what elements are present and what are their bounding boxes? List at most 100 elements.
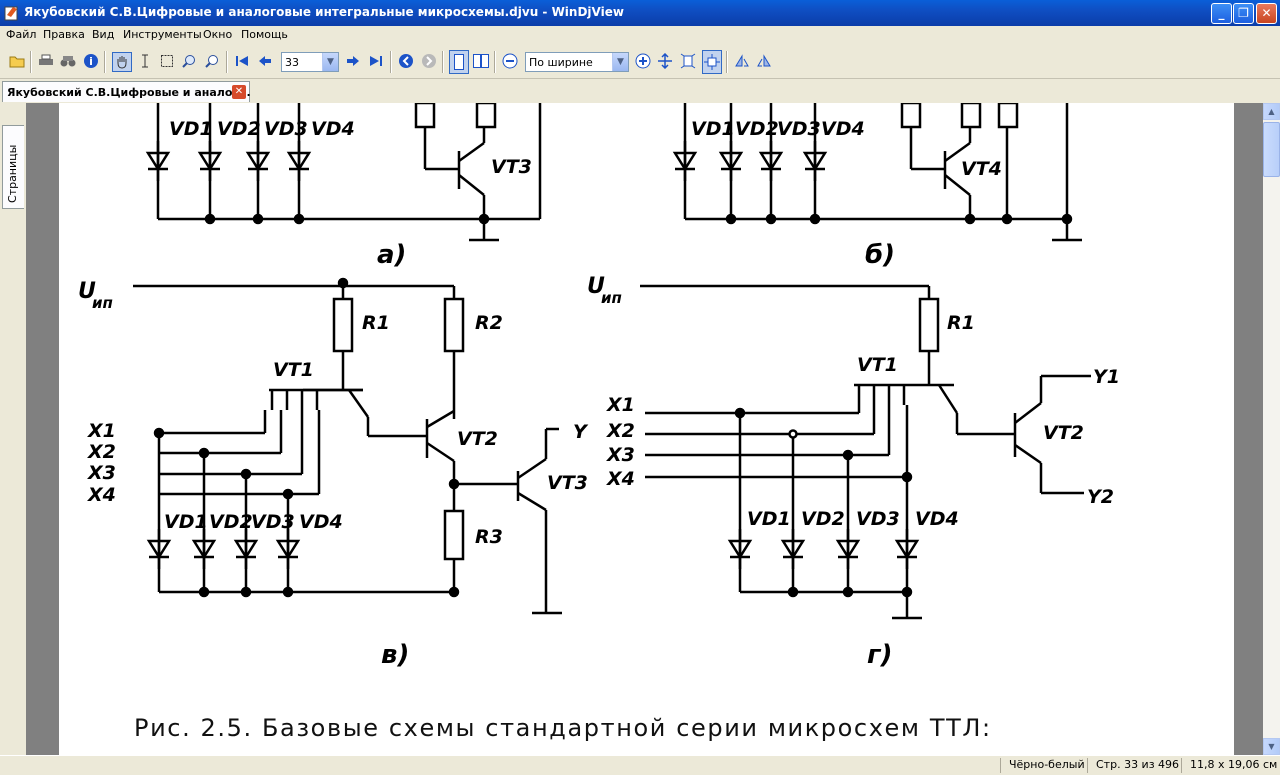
side-panel: Страницы <box>0 103 26 755</box>
label-v-vd2: VD2 <box>209 511 253 533</box>
label-v-r1: R1 <box>362 312 390 334</box>
label-diagram-g: г) <box>867 640 892 670</box>
diode-vd3 <box>234 527 258 571</box>
figure-caption: Рис. 2.5. Базовые схемы стандартной сери… <box>134 714 992 742</box>
label-v-vt2: VT2 <box>457 428 498 450</box>
binoculars-icon[interactable] <box>59 52 77 70</box>
page-number-value: 33 <box>285 56 299 69</box>
diode-vd2 <box>192 527 216 571</box>
document-viewport[interactable]: VD1 VD2 VD3 VD4 VT3 а) <box>26 103 1263 755</box>
diode-vd4 <box>276 527 300 571</box>
circuit-figure: VD1 VD2 VD3 VD4 VT3 а) <box>78 103 1120 742</box>
toolbar-separator <box>104 51 106 73</box>
menu-file[interactable]: Файл <box>6 28 37 41</box>
hand-tool-icon[interactable] <box>112 52 132 72</box>
label-v-vt3: VT3 <box>547 472 588 494</box>
label-g-x3: X3 <box>606 444 635 466</box>
zoom-in-icon[interactable] <box>634 52 652 70</box>
label-g-x1: X1 <box>606 394 635 416</box>
two-pages-icon[interactable] <box>472 52 490 70</box>
scroll-down-icon[interactable]: ▼ <box>1263 738 1280 755</box>
zoom-value: По ширине <box>529 56 593 69</box>
rotate-right-icon[interactable] <box>755 52 773 70</box>
toolbar-separator <box>494 51 496 73</box>
diagram-b-labels: VD1 VD2 VD3 VD4 VT4 б) <box>691 118 1002 270</box>
menu-tools[interactable]: Инструменты <box>123 28 202 41</box>
open-folder-icon[interactable] <box>8 52 26 70</box>
previous-page-icon[interactable] <box>256 52 274 70</box>
chevron-down-icon[interactable]: ▼ <box>322 53 338 71</box>
rect-select-icon[interactable] <box>158 52 176 70</box>
close-icon[interactable]: ✕ <box>232 85 246 99</box>
first-page-icon[interactable] <box>233 52 251 70</box>
forward-icon[interactable] <box>420 52 438 70</box>
diagram-a-labels: VD1 VD2 VD3 VD4 VT3 а) <box>169 118 532 270</box>
next-page-icon[interactable] <box>344 52 362 70</box>
diode-vd4 <box>287 139 311 183</box>
diagram-g <box>640 284 1091 620</box>
label-v-vd3: VD3 <box>251 511 295 533</box>
document-tab[interactable]: Якубовский С.В.Цифровые и аналог... ✕ <box>2 81 251 102</box>
diode-vd4 <box>895 527 919 571</box>
minimize-button[interactable]: _ <box>1211 3 1232 24</box>
menu-help[interactable]: Помощь <box>241 28 288 41</box>
toolbar-separator <box>390 51 392 73</box>
zoom-rect-icon[interactable] <box>203 52 221 70</box>
document-page: VD1 VD2 VD3 VD4 VT3 а) <box>59 103 1234 755</box>
menu-bar: Файл Правка Вид Инструменты Окно Помощь <box>0 26 1280 44</box>
toolbar-separator <box>30 51 32 73</box>
last-page-icon[interactable] <box>367 52 385 70</box>
status-display-mode: Чёрно-белый <box>1000 758 1087 773</box>
zoom-out-icon[interactable] <box>501 52 519 70</box>
back-icon[interactable] <box>397 52 415 70</box>
label-b-vt4: VT4 <box>961 158 1002 180</box>
diagram-g-labels: U ип R1 VT1 VT2 X1 X2 X3 X4 VD1 VD2 VD3 … <box>587 274 1120 670</box>
diode-vd2 <box>781 527 805 571</box>
label-g-vt2: VT2 <box>1043 422 1084 444</box>
label-g-y2: Y2 <box>1087 486 1114 508</box>
label-v-r2: R2 <box>475 312 503 334</box>
label-a-vd4: VD4 <box>311 118 355 140</box>
rotate-left-icon[interactable] <box>733 52 751 70</box>
label-g-x2: X2 <box>606 420 635 442</box>
diagram-a <box>146 103 542 242</box>
diagram-v-labels: U ип R1 R2 R3 VT1 VT2 VT3 X1 X2 X3 X4 VD… <box>78 279 589 670</box>
vertical-scrollbar[interactable]: ▲ ▼ <box>1263 103 1280 755</box>
label-a-vd2: VD2 <box>217 118 261 140</box>
tab-pages[interactable]: Страницы <box>2 125 24 209</box>
status-page-size: 11,8 x 19,06 см <box>1181 758 1280 773</box>
diode-vd2 <box>719 139 743 183</box>
close-button[interactable]: ✕ <box>1256 3 1277 24</box>
maximize-button[interactable]: ❐ <box>1233 3 1254 24</box>
page-number-select[interactable]: 33 ▼ <box>281 52 339 72</box>
fit-width-icon[interactable] <box>656 52 674 70</box>
label-v-r3: R3 <box>475 526 503 548</box>
label-diagram-b: б) <box>865 240 895 270</box>
zoom-tool-icon[interactable] <box>180 52 198 70</box>
fit-page-icon[interactable] <box>679 52 697 70</box>
diode-vd1 <box>673 139 697 183</box>
diode-vd1 <box>146 139 170 183</box>
status-page: Стр. 33 из 496 <box>1087 758 1181 773</box>
menu-window[interactable]: Окно <box>203 28 233 41</box>
toolbar-separator <box>726 51 728 73</box>
info-icon[interactable]: i <box>82 52 100 70</box>
scroll-thumb[interactable] <box>1263 122 1280 177</box>
label-v-x1: X1 <box>87 420 116 442</box>
menu-view[interactable]: Вид <box>92 28 115 41</box>
menu-edit[interactable]: Правка <box>43 28 85 41</box>
chevron-down-icon[interactable]: ▼ <box>612 53 628 71</box>
print-icon[interactable] <box>37 52 55 70</box>
single-page-icon[interactable] <box>449 50 469 74</box>
label-v-supply: U <box>78 279 96 304</box>
diode-vd2 <box>198 139 222 183</box>
toolbar: i 33 ▼ По ширине ▼ <box>0 44 1280 79</box>
label-g-vd1: VD1 <box>747 508 791 530</box>
text-select-icon[interactable] <box>136 52 154 70</box>
document-tabs: Якубовский С.В.Цифровые и аналог... ✕ <box>0 79 1280 103</box>
label-b-vd2: VD2 <box>735 118 779 140</box>
zoom-select[interactable]: По ширине ▼ <box>525 52 629 72</box>
actual-size-icon[interactable] <box>702 50 722 74</box>
scroll-up-icon[interactable]: ▲ <box>1263 103 1280 120</box>
label-a-vt3: VT3 <box>491 156 532 178</box>
